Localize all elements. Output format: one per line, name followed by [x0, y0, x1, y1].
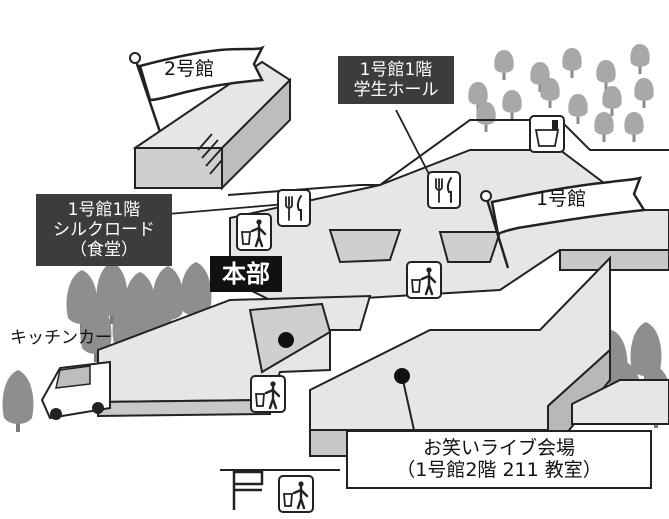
kitchen-car-label: キッチンカー	[10, 328, 112, 348]
trash-bin-icon	[277, 474, 315, 514]
trash-bin-icon	[249, 374, 287, 414]
bldg2-flag-label: 2号館	[164, 58, 215, 80]
location-dot-icon	[394, 368, 410, 384]
trash-bin-icon	[235, 212, 273, 252]
flag-marker-icon	[232, 470, 264, 510]
trash-bin-icon	[405, 260, 443, 300]
bldg1-flag-label: 1号館	[536, 188, 587, 210]
location-dot-icon	[278, 332, 294, 348]
restaurant-icon	[427, 171, 461, 209]
student-hall-label: 1号館1階 学生ホール	[338, 56, 454, 105]
restaurant-icon	[277, 189, 311, 227]
diaper-changing-icon	[529, 115, 565, 153]
kitchen-car	[40, 360, 111, 420]
venue-label: お笑いライブ会場 （1号館2階 211 教室）	[346, 430, 652, 489]
silk-road-label: 1号館1階 シルクロード （食堂）	[36, 194, 172, 267]
flag-bldg1	[480, 176, 647, 269]
headquarters-label: 本部	[210, 256, 282, 293]
flag-bldg2	[129, 45, 265, 133]
